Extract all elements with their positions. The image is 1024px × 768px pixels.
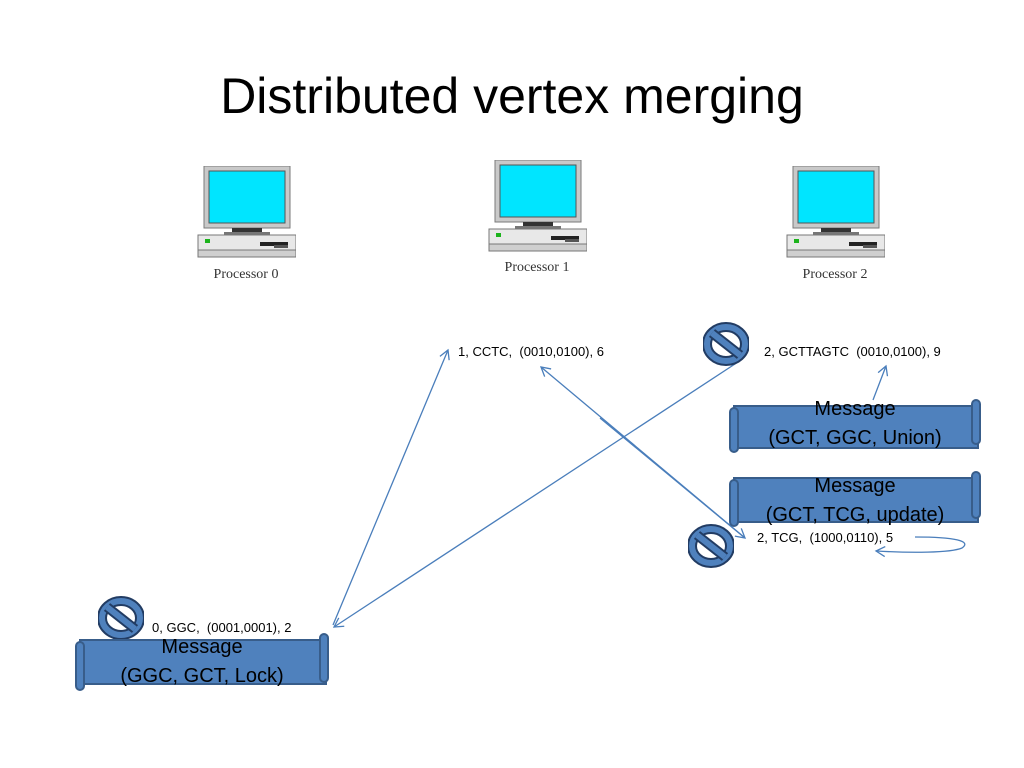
- processor-2: Processor 2: [785, 166, 885, 282]
- prohibited-icon: [98, 596, 144, 640]
- message-scroll-lock: Message (GGC, GCT, Lock): [74, 632, 330, 692]
- vertex-label-v2b: 2, TCG, (1000,0110), 5: [757, 530, 894, 545]
- processor-label: Processor 0: [213, 267, 279, 282]
- message-title: Message: [814, 398, 896, 420]
- prohibited-icon: [688, 524, 734, 568]
- prohibited-icon: [703, 322, 749, 366]
- vertex-label-v0: 0, GGC, (0001,0001), 2: [152, 620, 292, 635]
- arrow-message-to-v2a: [872, 364, 889, 401]
- arrow-v2b-self-loop: [874, 536, 966, 558]
- message-body: (GCT, GGC, Union): [768, 427, 942, 449]
- slide-title: Distributed vertex merging: [220, 68, 804, 124]
- processor-label: Processor 1: [504, 260, 570, 275]
- message-scroll-union: Message (GCT, GGC, Union): [728, 398, 982, 454]
- computer-icon: [488, 160, 587, 252]
- vertex-label-v1: 1, CCTC, (0010,0100), 6: [458, 344, 604, 359]
- computer-icon: [197, 166, 296, 258]
- computer-icon: [786, 166, 885, 258]
- message-body: (GCT, TCG, update): [765, 504, 945, 526]
- arrow-v0-to-v1: [332, 348, 450, 626]
- processor-label: Processor 2: [802, 267, 868, 282]
- message-scroll-update: Message (GCT, TCG, update): [728, 470, 982, 528]
- vertex-label-v2a: 2, GCTTAGTC (0010,0100), 9: [764, 344, 941, 359]
- arrow-v2a-to-v0: [332, 361, 739, 628]
- processor-0: Processor 0: [196, 166, 296, 282]
- message-title: Message: [161, 636, 243, 658]
- arrow-v1-to-v2b: [599, 417, 747, 539]
- message-title: Message: [814, 475, 896, 497]
- message-body: (GGC, GCT, Lock): [120, 665, 284, 687]
- processor-1: Processor 1: [487, 160, 587, 275]
